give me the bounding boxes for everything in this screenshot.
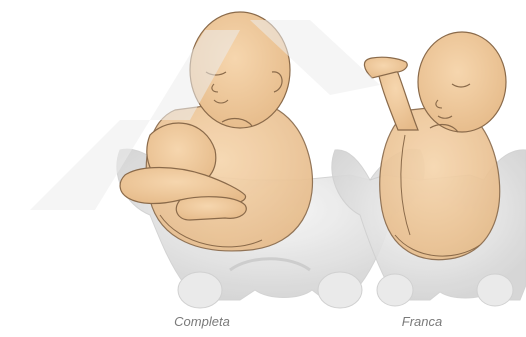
caption-completa: Completa xyxy=(122,314,282,329)
caption-franca: Franca xyxy=(342,314,502,329)
